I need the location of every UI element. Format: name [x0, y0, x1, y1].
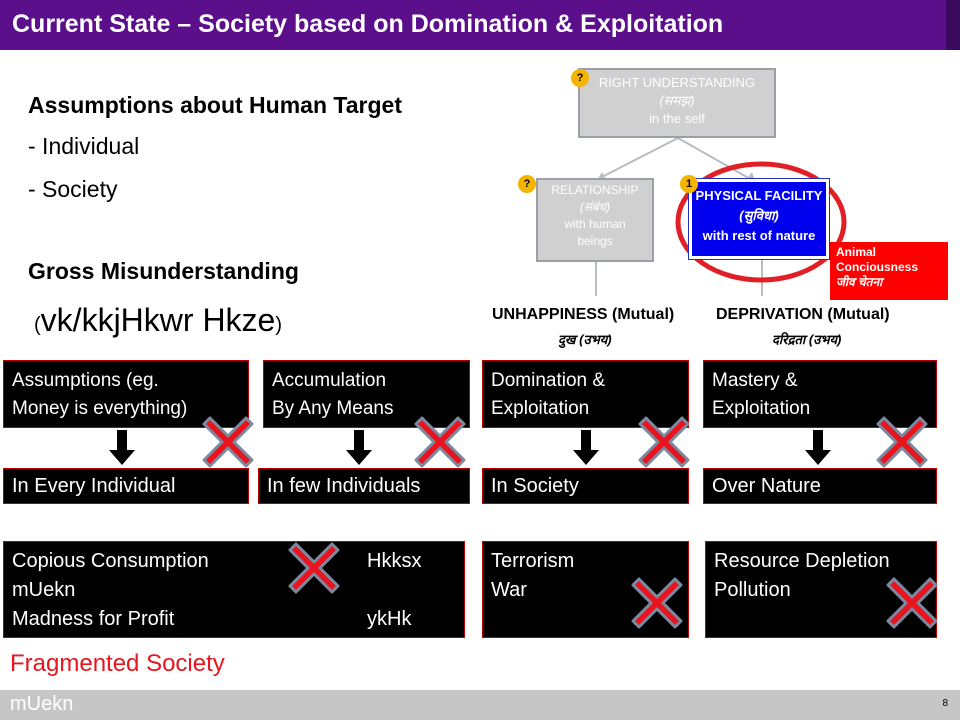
mastery-line1: Mastery & [712, 370, 798, 391]
consumption-line3-left: Madness for Profit [12, 608, 175, 630]
few-individuals-label: In few Individuals [267, 475, 421, 497]
relationship-label: RELATIONSHIP [551, 183, 639, 197]
relationship-hindi: (संबंध) [579, 200, 611, 214]
close-paren: ) [275, 314, 283, 336]
cross-icon-3 [638, 416, 690, 468]
unhappiness-label: UNHAPPINESS (Mutual) [492, 306, 675, 323]
consumption-line3-right: ykHk [367, 608, 412, 630]
devanagari-line: (vk/kkjHkwr Hkze) [34, 302, 282, 339]
down-arrows [109, 430, 831, 465]
every-individual-label: In Every Individual [12, 475, 176, 497]
down-arrow-icon-4 [805, 430, 831, 465]
consumption-line2-left: mUekn [12, 579, 76, 601]
fragmented-society-label: Fragmented Society [10, 650, 225, 677]
in-society-label: In Society [491, 475, 579, 497]
assumptions-line1: Assumptions (eg. [12, 370, 159, 391]
right-understanding-hindi: (समझ) [659, 93, 695, 108]
cross-icon-6 [631, 577, 683, 629]
domination-box: Domination & Exploitation [482, 360, 689, 428]
cross-icon-2 [414, 416, 466, 468]
question-badge-top: ? [571, 69, 589, 87]
animal-consciousness-box: Animal Conciousness जीव चेतना [830, 242, 948, 300]
open-paren: ( [34, 314, 41, 336]
misunderstanding-heading: Gross Misunderstanding [28, 258, 299, 284]
physical-facility-label: PHYSICAL FACILITY [695, 188, 823, 203]
physical-facility-sub: with rest of nature [702, 228, 816, 243]
right-understanding-sub: in the self [649, 111, 705, 126]
mastery-line2: Exploitation [712, 398, 811, 419]
list-item-individual: - Individual [28, 133, 140, 159]
cross-icon-7 [886, 577, 938, 629]
down-arrow-icon-1 [109, 430, 135, 465]
physical-facility-box: PHYSICAL FACILITY (सुविधा) with rest of … [688, 178, 830, 260]
cross-icon-4 [876, 416, 928, 468]
consumption-line1-left: Copious Consumption [12, 550, 209, 572]
page-number: 8 [942, 698, 948, 709]
few-individuals-box: In few Individuals [258, 468, 470, 504]
relationship-sub1: with human [564, 217, 626, 231]
accumulation-line2: By Any Means [272, 398, 394, 419]
assumptions-heading: Assumptions about Human Target [28, 92, 402, 118]
cross-icon-5 [288, 542, 340, 594]
terrorism-line2: War [491, 579, 527, 601]
terrorism-line1: Terrorism [491, 550, 575, 572]
accumulation-box: Accumulation By Any Means [263, 360, 470, 428]
deprivation-hindi: दरिद्रता (उभय) [772, 332, 842, 347]
number-badge-right: 1 [680, 175, 698, 193]
animal-label-hindi: जीव चेतना [836, 275, 883, 289]
question-badge-left: ? [518, 175, 536, 193]
in-society-box: In Society [482, 468, 689, 504]
title-bar: Current State – Society based on Dominat… [0, 0, 946, 50]
list-item-society: - Society [28, 176, 118, 202]
footer-bar: mUekn 8 [0, 690, 960, 720]
relationship-box: RELATIONSHIP (संबंध) with human beings [536, 178, 654, 262]
consumption-line1-right: Hkksx [367, 550, 422, 572]
down-arrow-icon-2 [346, 430, 372, 465]
resource-line1: Resource Depletion [714, 550, 890, 572]
assumptions-line2: Money is everything) [12, 398, 188, 419]
domination-line2: Exploitation [491, 398, 590, 419]
animal-label-2: Conciousness [836, 260, 919, 274]
footer-left-text: mUekn [10, 693, 74, 715]
deprivation-label: DEPRIVATION (Mutual) [716, 306, 890, 323]
diagram-connectors [595, 137, 847, 296]
title-bar-edge [946, 0, 960, 50]
relationship-sub2: beings [577, 234, 613, 248]
domination-line1: Domination & [491, 370, 606, 391]
accumulation-line1: Accumulation [272, 370, 387, 391]
page-title: Current State – Society based on Dominat… [12, 10, 724, 38]
devanagari-text: vk/kkjHkwr Hkze [40, 302, 276, 338]
animal-label-1: Animal [836, 245, 877, 259]
every-individual-box: In Every Individual [3, 468, 249, 504]
resource-line2: Pollution [714, 579, 791, 601]
unhappiness-hindi: दुख (उभय) [558, 332, 612, 347]
down-arrow-icon-3 [573, 430, 599, 465]
right-understanding-box: RIGHT UNDERSTANDING (समझ) in the self [578, 68, 776, 138]
cross-icon-1 [202, 416, 254, 468]
over-nature-label: Over Nature [712, 475, 821, 497]
physical-facility-hindi: (सुविधा) [739, 208, 779, 223]
consumption-box: Copious Consumption Hkksx mUekn Madness … [3, 541, 465, 638]
terrorism-box: Terrorism War [482, 541, 689, 638]
assumptions-box: Assumptions (eg. Money is everything) [3, 360, 249, 428]
over-nature-box: Over Nature [703, 468, 937, 504]
mastery-box: Mastery & Exploitation [703, 360, 937, 428]
right-understanding-label: RIGHT UNDERSTANDING [598, 75, 756, 90]
